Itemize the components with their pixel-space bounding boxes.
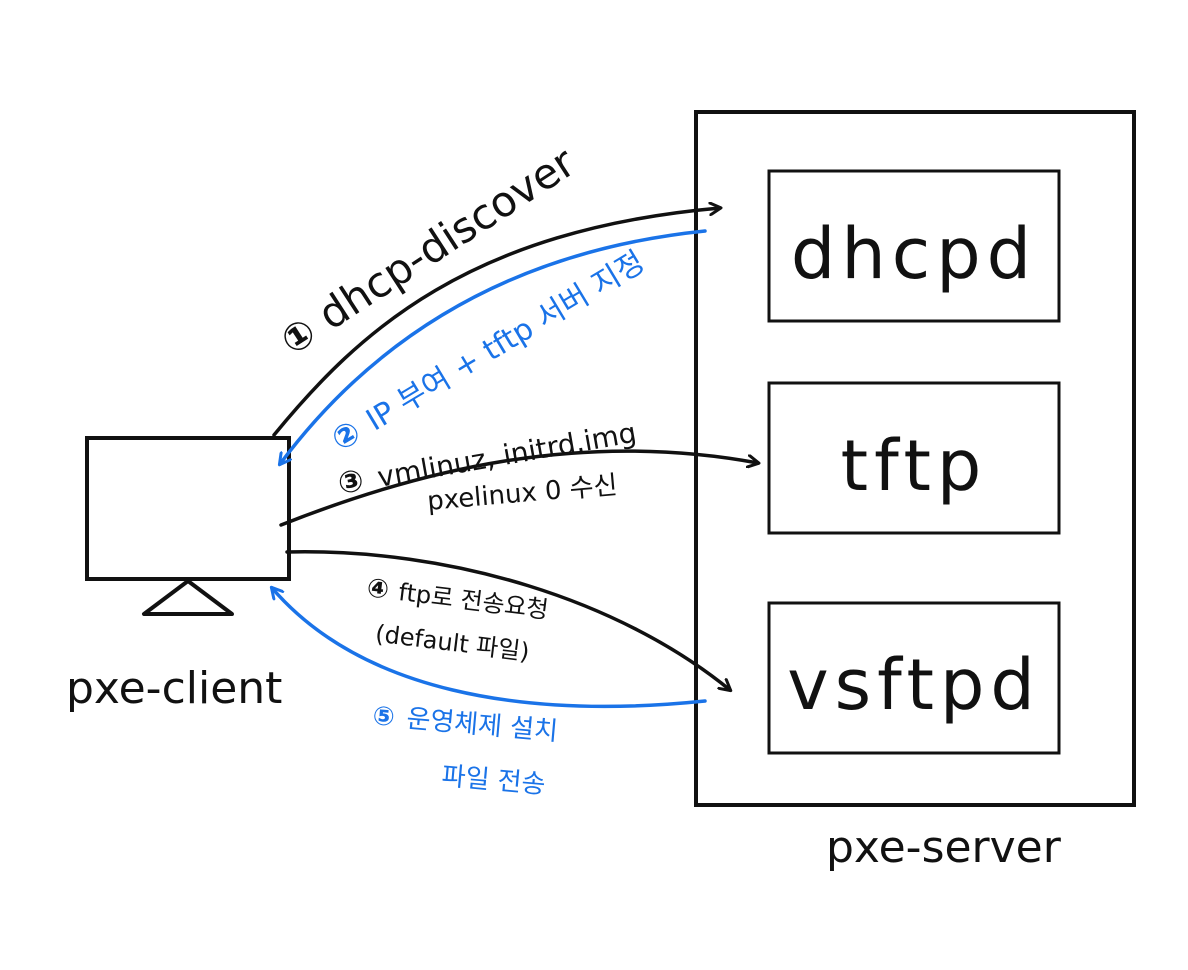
- arrow-os-files: [272, 588, 707, 709]
- step-5-line1: 운영체제 설치: [405, 704, 559, 747]
- step-4-number: ④: [365, 573, 391, 605]
- tftp-label: tftp: [841, 425, 988, 507]
- monitor-screen: [85, 436, 291, 581]
- tftp-box: [767, 381, 1061, 535]
- client-label: pxe-client: [66, 663, 282, 714]
- server-box: [694, 110, 1136, 807]
- step-3-number: ③: [335, 463, 366, 502]
- arrow-ftp-request: [285, 550, 730, 690]
- dhcpd-label: dhcpd: [791, 213, 1037, 295]
- dhcpd-box: [767, 169, 1061, 323]
- step-4-label: ④ ftp로 전송요청 (default 파일): [365, 573, 550, 667]
- step-4-line2: (default 파일): [374, 620, 531, 667]
- step-5-label: ⑤ 운영체제 설치 파일 전송: [371, 701, 559, 800]
- vsftpd-box: [767, 601, 1061, 755]
- arrow-dhcp-discover: [272, 208, 720, 437]
- step-5-line2: 파일 전송: [440, 761, 546, 800]
- arrow-ip-assign: [280, 229, 707, 464]
- arrow-tftp-receive: [279, 449, 758, 527]
- monitor-stand: [142, 579, 234, 616]
- server-label: pxe-server: [826, 822, 1062, 873]
- step-1-number: ①: [273, 309, 324, 363]
- step-5-number: ⑤: [371, 701, 396, 733]
- vsftpd-label: vsftpd: [787, 644, 1041, 726]
- monitor-icon: [85, 436, 291, 616]
- step-2-number: ②: [325, 412, 368, 459]
